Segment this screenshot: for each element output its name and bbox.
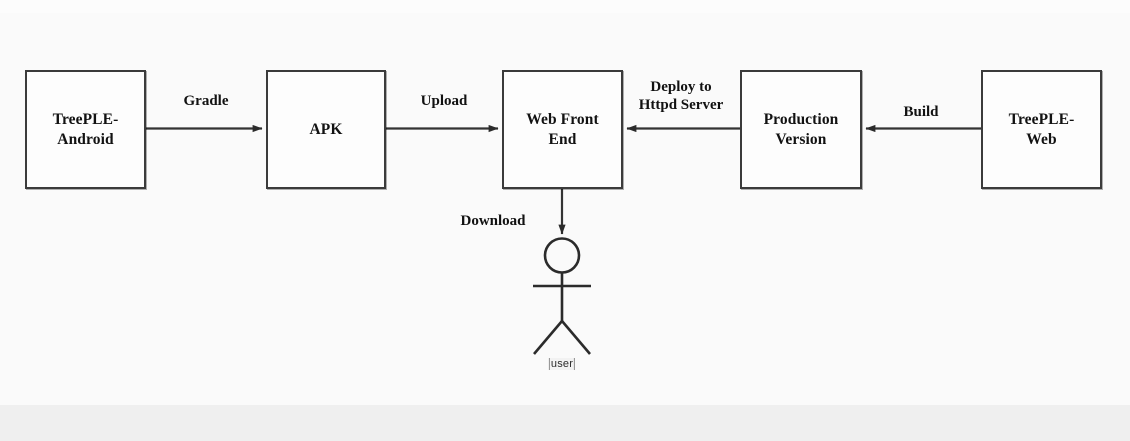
canvas-band-top (0, 0, 1130, 13)
node-treeple-android[interactable]: TreePLE- Android (25, 70, 146, 189)
node-label: TreePLE- Web (1008, 110, 1075, 148)
canvas-band-bottom (0, 405, 1130, 441)
node-treeple-web[interactable]: TreePLE- Web (981, 70, 1102, 189)
actor-caption-user[interactable]: user (548, 358, 576, 370)
actor-leg-right (561, 320, 591, 355)
edge-label-upload: Upload (420, 93, 468, 109)
actor-user[interactable] (533, 237, 591, 355)
actor-leg-left (533, 320, 563, 355)
edge-label-download: Download (460, 213, 526, 229)
node-apk[interactable]: APK (266, 70, 386, 189)
node-label: Web Front End (526, 110, 599, 148)
node-label: Production Version (763, 110, 839, 148)
edge-label-gradle: Gradle (183, 93, 229, 109)
actor-head (543, 237, 581, 274)
edge-label-build: Build (903, 104, 939, 120)
edge-label-deploy-to-httpd-server: Deploy to Httpd Server (638, 79, 724, 114)
node-web-front-end[interactable]: Web Front End (502, 70, 623, 189)
node-label: APK (309, 120, 343, 138)
node-production-version[interactable]: Production Version (740, 70, 862, 189)
node-label: TreePLE- Android (52, 110, 119, 148)
